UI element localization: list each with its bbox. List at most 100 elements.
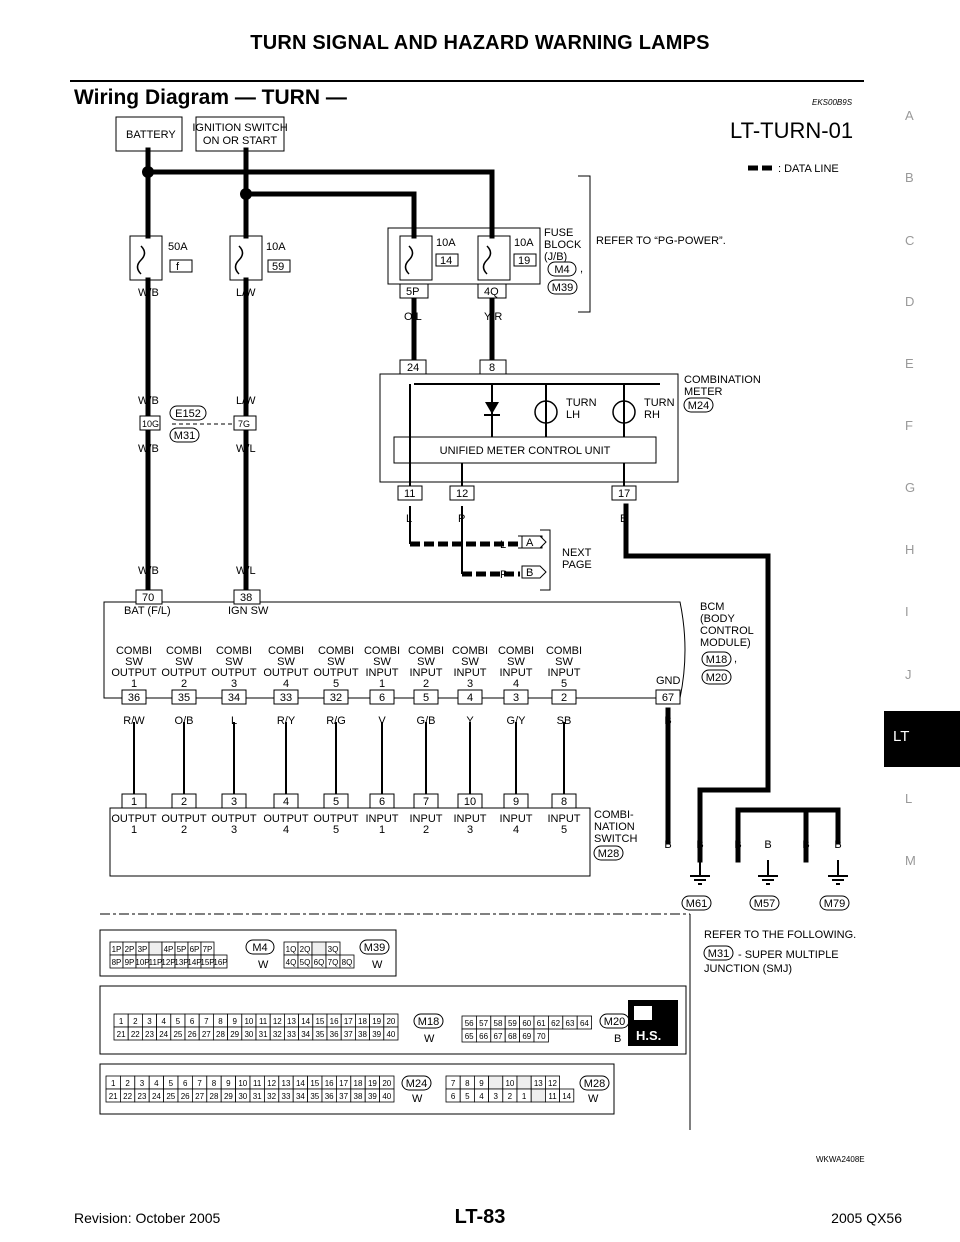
bat-label: BAT (F/L) — [124, 605, 171, 617]
fuse-block-connector-id-pill — [547, 261, 577, 277]
m18-pin: 27 — [202, 1030, 211, 1039]
refer-pg-power: REFER TO “PG-POWER”. — [596, 235, 726, 247]
side-index-letter[interactable]: E — [905, 356, 914, 371]
fuse-block-box — [387, 227, 541, 285]
side-index-letter[interactable]: H — [905, 542, 915, 557]
m18-pin: 24 — [159, 1030, 168, 1039]
m18-pin: 32 — [273, 1030, 282, 1039]
wire-color-label: P — [500, 569, 507, 581]
wire-color-label: W/L — [236, 565, 256, 577]
wire-color-label: R/W — [123, 715, 145, 727]
fuse-amp: 50A — [168, 241, 188, 253]
m20-cavity — [533, 1028, 549, 1043]
wire-color-label: Y/R — [484, 311, 502, 323]
switch-pin-label: INPUT — [366, 813, 399, 825]
bcm-pin-label: OUTPUT — [313, 667, 359, 679]
wire-color-label: R/G — [326, 715, 346, 727]
bcm-pin-label: COMBI — [452, 645, 488, 657]
separator-comma: , — [580, 263, 583, 275]
switch-pin-label: 1 — [379, 824, 385, 836]
connector-color: W — [258, 959, 269, 971]
switch-terminal — [323, 793, 349, 809]
side-index-letter[interactable]: M — [905, 853, 916, 868]
meter-connector-id-pill — [683, 397, 714, 413]
connector-view-frame-2 — [99, 985, 687, 1055]
m4-pin: 6P — [190, 945, 200, 954]
connector-color: W — [588, 1093, 599, 1105]
bcm-terminal — [551, 689, 577, 705]
combination-meter-label: COMBINATION — [684, 374, 761, 386]
fuse-no-box-19 — [513, 253, 537, 267]
switch-pin-label: 4 — [283, 824, 289, 836]
wire-color-label: B — [664, 715, 671, 727]
fuse-element-14 — [404, 245, 414, 275]
side-index-letter[interactable]: J — [905, 667, 912, 682]
m24-pin: 39 — [368, 1092, 377, 1101]
side-index-letter[interactable]: L — [905, 791, 913, 806]
side-index-letter[interactable]: B — [905, 170, 914, 185]
m28-pin: 4 — [479, 1092, 484, 1101]
m18-pin: 28 — [216, 1030, 225, 1039]
next-page-arrow-b — [521, 565, 547, 579]
fuse-block-label: (J/B) — [544, 251, 567, 263]
ground-connector-id: M57 — [754, 898, 775, 910]
wire-color-label: B — [734, 839, 741, 851]
m20-pin: 68 — [508, 1032, 517, 1041]
m18-pin: 3 — [147, 1017, 152, 1026]
side-index-letter[interactable]: G — [905, 480, 916, 495]
bcm-pin-label: OUTPUT — [263, 667, 309, 679]
m24-pin: 8 — [212, 1079, 217, 1088]
m28-pin: 1 — [522, 1092, 527, 1101]
next-page-brace — [540, 529, 551, 591]
footer-revision: Revision: October 2005 — [74, 1210, 221, 1226]
smj-connector-id: M31 — [708, 948, 729, 960]
bcm-pin-label: COMBI — [364, 645, 400, 657]
wire-color-label: W/B — [138, 395, 159, 407]
bcm-terminal-label: 4 — [467, 692, 473, 704]
ignition-switch-box — [195, 116, 285, 152]
side-index-letter[interactable]: I — [905, 604, 909, 619]
side-index-letter[interactable]: F — [905, 418, 913, 433]
switch-terminal-label: 4 — [283, 796, 289, 808]
connector-color: W — [412, 1093, 423, 1105]
combination-switch-box — [109, 807, 591, 877]
m24-pin: 28 — [210, 1092, 219, 1101]
hs-badge-icon — [634, 1006, 652, 1020]
turn-lh-bulb — [534, 400, 558, 424]
side-index-tab-active[interactable] — [884, 711, 960, 767]
m24-pin: 32 — [267, 1092, 276, 1101]
bcm-pin-label: COMBI — [116, 645, 152, 657]
m24-pin: 35 — [310, 1092, 319, 1101]
wire-color-label: W/L — [236, 443, 256, 455]
meter-terminal-17 — [611, 485, 637, 501]
side-index-letter[interactable]: C — [905, 233, 915, 248]
m4-pin: 15P — [200, 958, 214, 967]
m24-pin: 11 — [253, 1079, 262, 1088]
turn-lh-label: TURN — [566, 397, 597, 409]
side-index-letter[interactable]: D — [905, 294, 915, 309]
switch-terminal — [171, 793, 197, 809]
diagram-id: LT-TURN-01 — [730, 118, 853, 143]
fuse-amp: 10A — [514, 237, 534, 249]
m18-pin: 11 — [259, 1017, 268, 1026]
m18-pin: 38 — [358, 1030, 367, 1039]
m4-pin: 12P — [161, 958, 175, 967]
joint-terminal-label: 7G — [238, 419, 250, 429]
wire-color-label: P — [458, 513, 465, 525]
switch-terminal — [121, 793, 147, 809]
m20-pin: 67 — [494, 1032, 503, 1041]
side-index-letter[interactable]: A — [905, 108, 914, 123]
joint-connector-id-pill — [169, 405, 207, 421]
m18-pin: 10 — [244, 1017, 253, 1026]
m39-pin: 8Q — [342, 958, 353, 967]
m24-pin: 37 — [339, 1092, 348, 1101]
combination-switch-label: SWITCH — [594, 833, 637, 845]
connector-view-id: M24 — [406, 1078, 427, 1090]
switch-pin-label: 5 — [333, 824, 339, 836]
m24-pin: 22 — [123, 1092, 132, 1101]
wire-color-label: L/W — [236, 287, 256, 299]
wire-color-label: L — [406, 513, 412, 525]
bcm-terminal — [503, 689, 529, 705]
m24-pin: 38 — [354, 1092, 363, 1101]
m18-pin: 16 — [330, 1017, 339, 1026]
